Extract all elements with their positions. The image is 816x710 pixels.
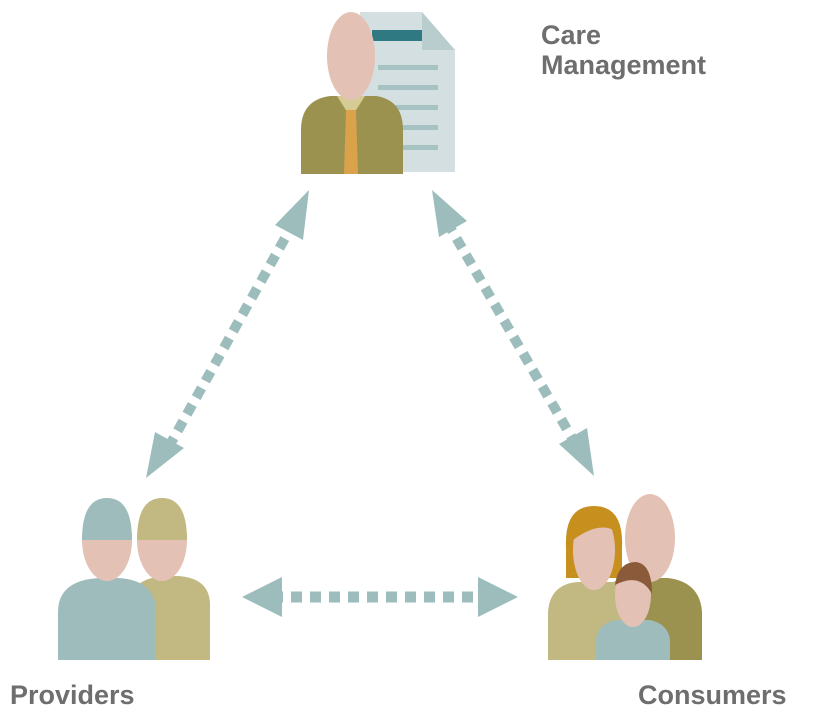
arrow-care-consumers (432, 190, 594, 476)
providers-label: Providers (10, 680, 135, 710)
care-management-label-line1: Care (541, 20, 602, 50)
care-manager-icon (301, 12, 455, 174)
care-management-label: Care Management (541, 20, 706, 80)
care-management-label-line2: Management (541, 50, 707, 80)
consumers-label: Consumers (638, 680, 787, 710)
arrow-care-providers (146, 190, 309, 478)
providers-icon (58, 498, 210, 660)
consumers-icon (548, 494, 702, 660)
arrow-providers-consumers (242, 577, 518, 617)
